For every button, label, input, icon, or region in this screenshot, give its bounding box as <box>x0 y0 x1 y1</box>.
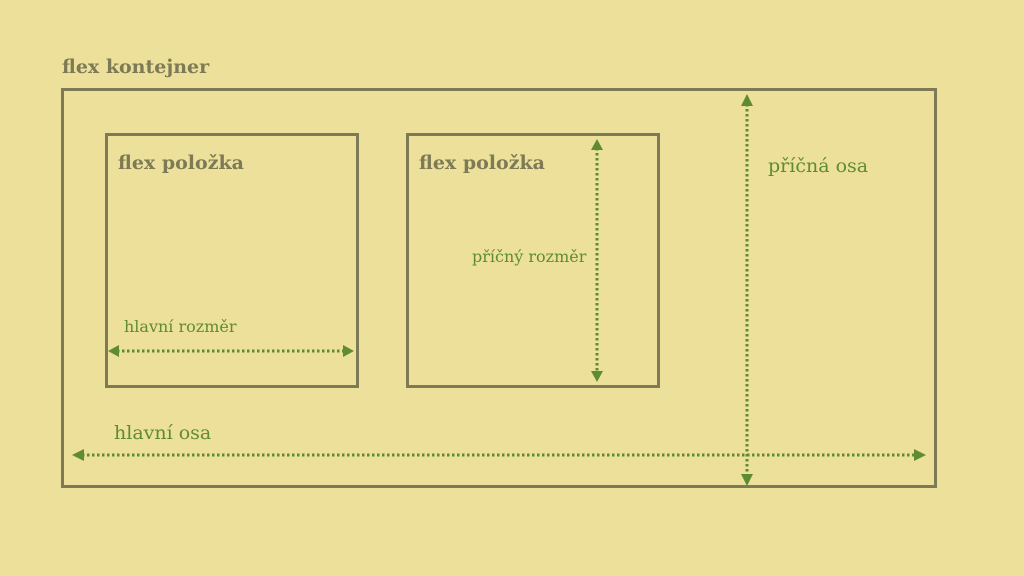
cross-size-label: příčný rozměr <box>472 247 587 266</box>
main-size-arrow <box>108 345 354 357</box>
flex-item-1: flex položka <box>105 133 359 388</box>
flex-container-box <box>61 88 937 488</box>
flex-container-title: flex kontejner <box>62 56 210 78</box>
cross-axis-label: příčná osa <box>768 155 869 177</box>
cross-size-arrow <box>591 139 603 382</box>
cross-axis-arrow <box>741 94 753 486</box>
flex-item-1-title: flex položka <box>118 152 244 174</box>
flex-item-2: flex položka <box>406 133 660 388</box>
main-axis-label: hlavní osa <box>114 422 212 444</box>
flex-item-2-title: flex položka <box>419 152 545 174</box>
main-size-label: hlavní rozměr <box>124 317 237 336</box>
main-axis-arrow <box>72 449 926 461</box>
